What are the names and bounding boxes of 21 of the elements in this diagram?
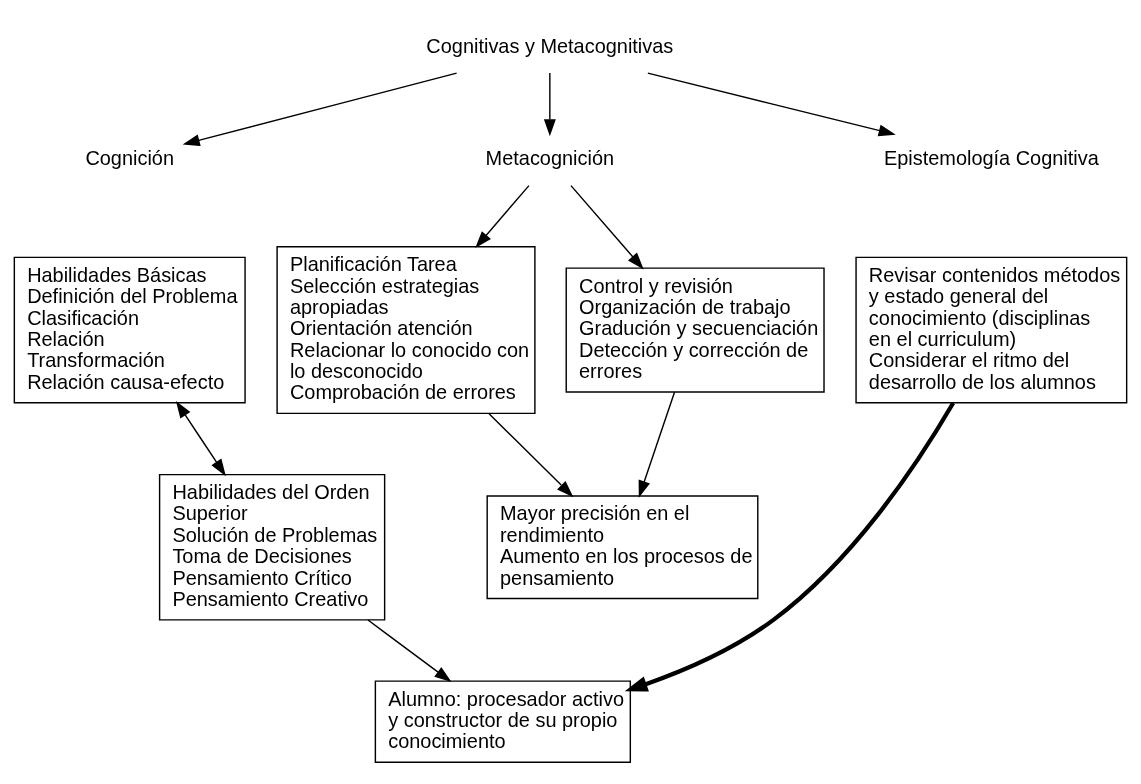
- node-box: Habilidades Básicas Definición del Problema Clasificación Relación Transformación Relación causa-efecto: [13, 256, 246, 404]
- node-box: Control y revisión Organización de trabajo Gradución y secuenciación Detección y corrección de errores: [565, 267, 825, 393]
- node-text: Cognición: [85, 147, 174, 170]
- arrow: [570, 184, 644, 270]
- arrow: [624, 401, 955, 692]
- arrow: [488, 413, 574, 498]
- node-text: Cognitivas y Metacognitivas: [426, 34, 674, 57]
- node-box: Alumno: procesador activo y constructor de su propio conocimiento: [374, 680, 632, 763]
- arrow: [638, 391, 676, 498]
- node-text: Metacognición: [485, 147, 615, 170]
- node-box: Planificación Tarea Selección estrategias apropiadas Orientación atención Relacionar lo conocido con lo desconocido Comprobación de errores: [276, 246, 536, 415]
- arrow: [543, 72, 556, 137]
- node-box: Habilidades del Orden Superior Solución de Problemas Toma de Decisiones Pensamiento Crítico Pensamiento Creativo: [158, 473, 386, 621]
- node-box: Revisar contenidos métodos y estado general del conocimiento (disciplinas en el curriculum) Considerar el ritmo del desarrollo de los alumnos: [855, 256, 1128, 404]
- arrow: [475, 184, 530, 249]
- arrow: [182, 72, 458, 147]
- arrow: [647, 72, 896, 137]
- arrow: [367, 619, 452, 683]
- node-box: Mayor precisión en el rendimiento Aumento en los procesos de pensamiento: [486, 495, 759, 600]
- node-text: Epistemología Cognitiva: [883, 147, 1099, 170]
- arrow: [175, 401, 226, 477]
